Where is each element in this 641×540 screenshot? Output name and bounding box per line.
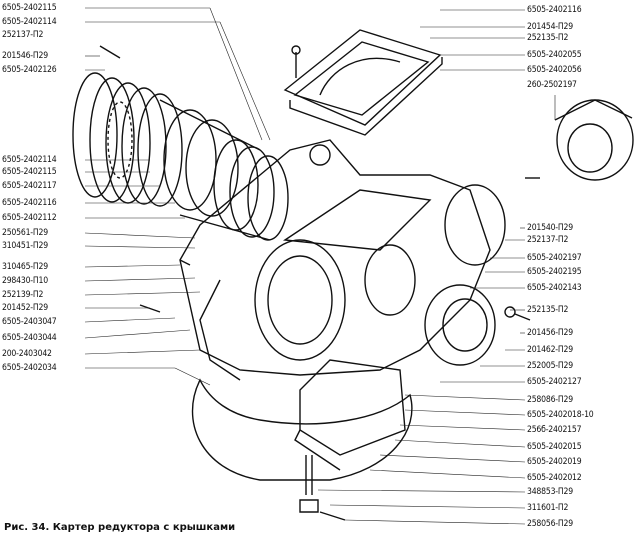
label-right-15: 6505-2402127 xyxy=(527,377,582,387)
label-right-22: 348853-П29 xyxy=(527,487,573,497)
label-left-13: 298430-П10 xyxy=(2,276,48,286)
label-left-6: 6505-2402115 xyxy=(2,167,57,177)
label-right-13: 201462-П29 xyxy=(527,345,573,355)
bottom-gasket xyxy=(191,359,413,481)
label-right-19: 6505-2402015 xyxy=(527,442,582,452)
label-right-9: 6505-2402195 xyxy=(527,267,582,277)
figure-caption: Рис. 34. Картер редуктора с крышками xyxy=(4,522,236,533)
label-left-15: 201452-П29 xyxy=(2,303,48,313)
label-left-2: 252137-П2 xyxy=(2,30,44,40)
label-left-8: 6505-2402116 xyxy=(2,198,57,208)
label-right-18: 256б-2402157 xyxy=(527,425,582,435)
left-leader-lines xyxy=(84,7,271,386)
label-right-4: 6505-2402056 xyxy=(527,65,582,75)
label-right-16: 258086-П29 xyxy=(527,395,573,405)
label-left-0: 6505-2402115 xyxy=(2,3,57,13)
right-flange xyxy=(554,99,634,181)
label-left-9: 6505-2402112 xyxy=(2,213,57,223)
side-round-cover xyxy=(424,284,531,366)
label-right-3: 6505-2402055 xyxy=(527,50,582,60)
label-right-6: 201540-П29 xyxy=(527,223,573,233)
label-right-1: 201454-П29 xyxy=(527,22,573,32)
label-right-5: 260-2502197 xyxy=(527,80,577,90)
label-right-12: 201456-П29 xyxy=(527,328,573,338)
label-left-5: 6505-2402114 xyxy=(2,155,57,165)
bolt-left xyxy=(139,304,161,313)
label-left-1: 6505-2402114 xyxy=(2,17,57,27)
right-gasket xyxy=(444,184,506,266)
label-left-19: 6505-2402034 xyxy=(2,363,57,373)
label-left-11: 310451-П29 xyxy=(2,241,48,251)
label-right-21: 6505-2402012 xyxy=(527,473,582,483)
bottom-bolt xyxy=(299,455,346,521)
bolt-top-left xyxy=(99,45,121,59)
label-left-7: 6505-2402117 xyxy=(2,181,57,191)
label-right-24: 258056-П29 xyxy=(527,519,573,529)
label-right-10: 6505-2402143 xyxy=(527,283,582,293)
label-left-16: 6505-2403047 xyxy=(2,317,57,327)
label-left-17: 6505-2403044 xyxy=(2,333,57,343)
label-left-18: 200-2403042 xyxy=(2,349,52,359)
label-right-20: 6505-2402019 xyxy=(527,457,582,467)
label-left-10: 250561-П29 xyxy=(2,228,48,238)
label-left-3: 201546-П29 xyxy=(2,51,48,61)
right-leader-lines xyxy=(317,9,556,525)
top-cover xyxy=(283,29,443,136)
left-gasket-stack xyxy=(72,72,289,241)
main-housing xyxy=(179,139,491,381)
stud-left xyxy=(179,259,191,266)
label-left-4: 6505-2402126 xyxy=(2,65,57,75)
label-right-8: 6505-2402197 xyxy=(527,253,582,263)
label-right-17: 6505-2402018-10 xyxy=(527,410,594,420)
label-right-14: 252005-П29 xyxy=(527,361,573,371)
label-right-2: 252135-П2 xyxy=(527,33,569,43)
label-left-12: 310465-П29 xyxy=(2,262,48,272)
label-right-0: 6505-2402116 xyxy=(527,5,582,15)
label-right-23: 311601-П2 xyxy=(527,503,569,513)
label-left-14: 252139-П2 xyxy=(2,290,44,300)
label-right-11: 252135-П2 xyxy=(527,305,569,315)
label-right-7: 252137-П2 xyxy=(527,235,569,245)
